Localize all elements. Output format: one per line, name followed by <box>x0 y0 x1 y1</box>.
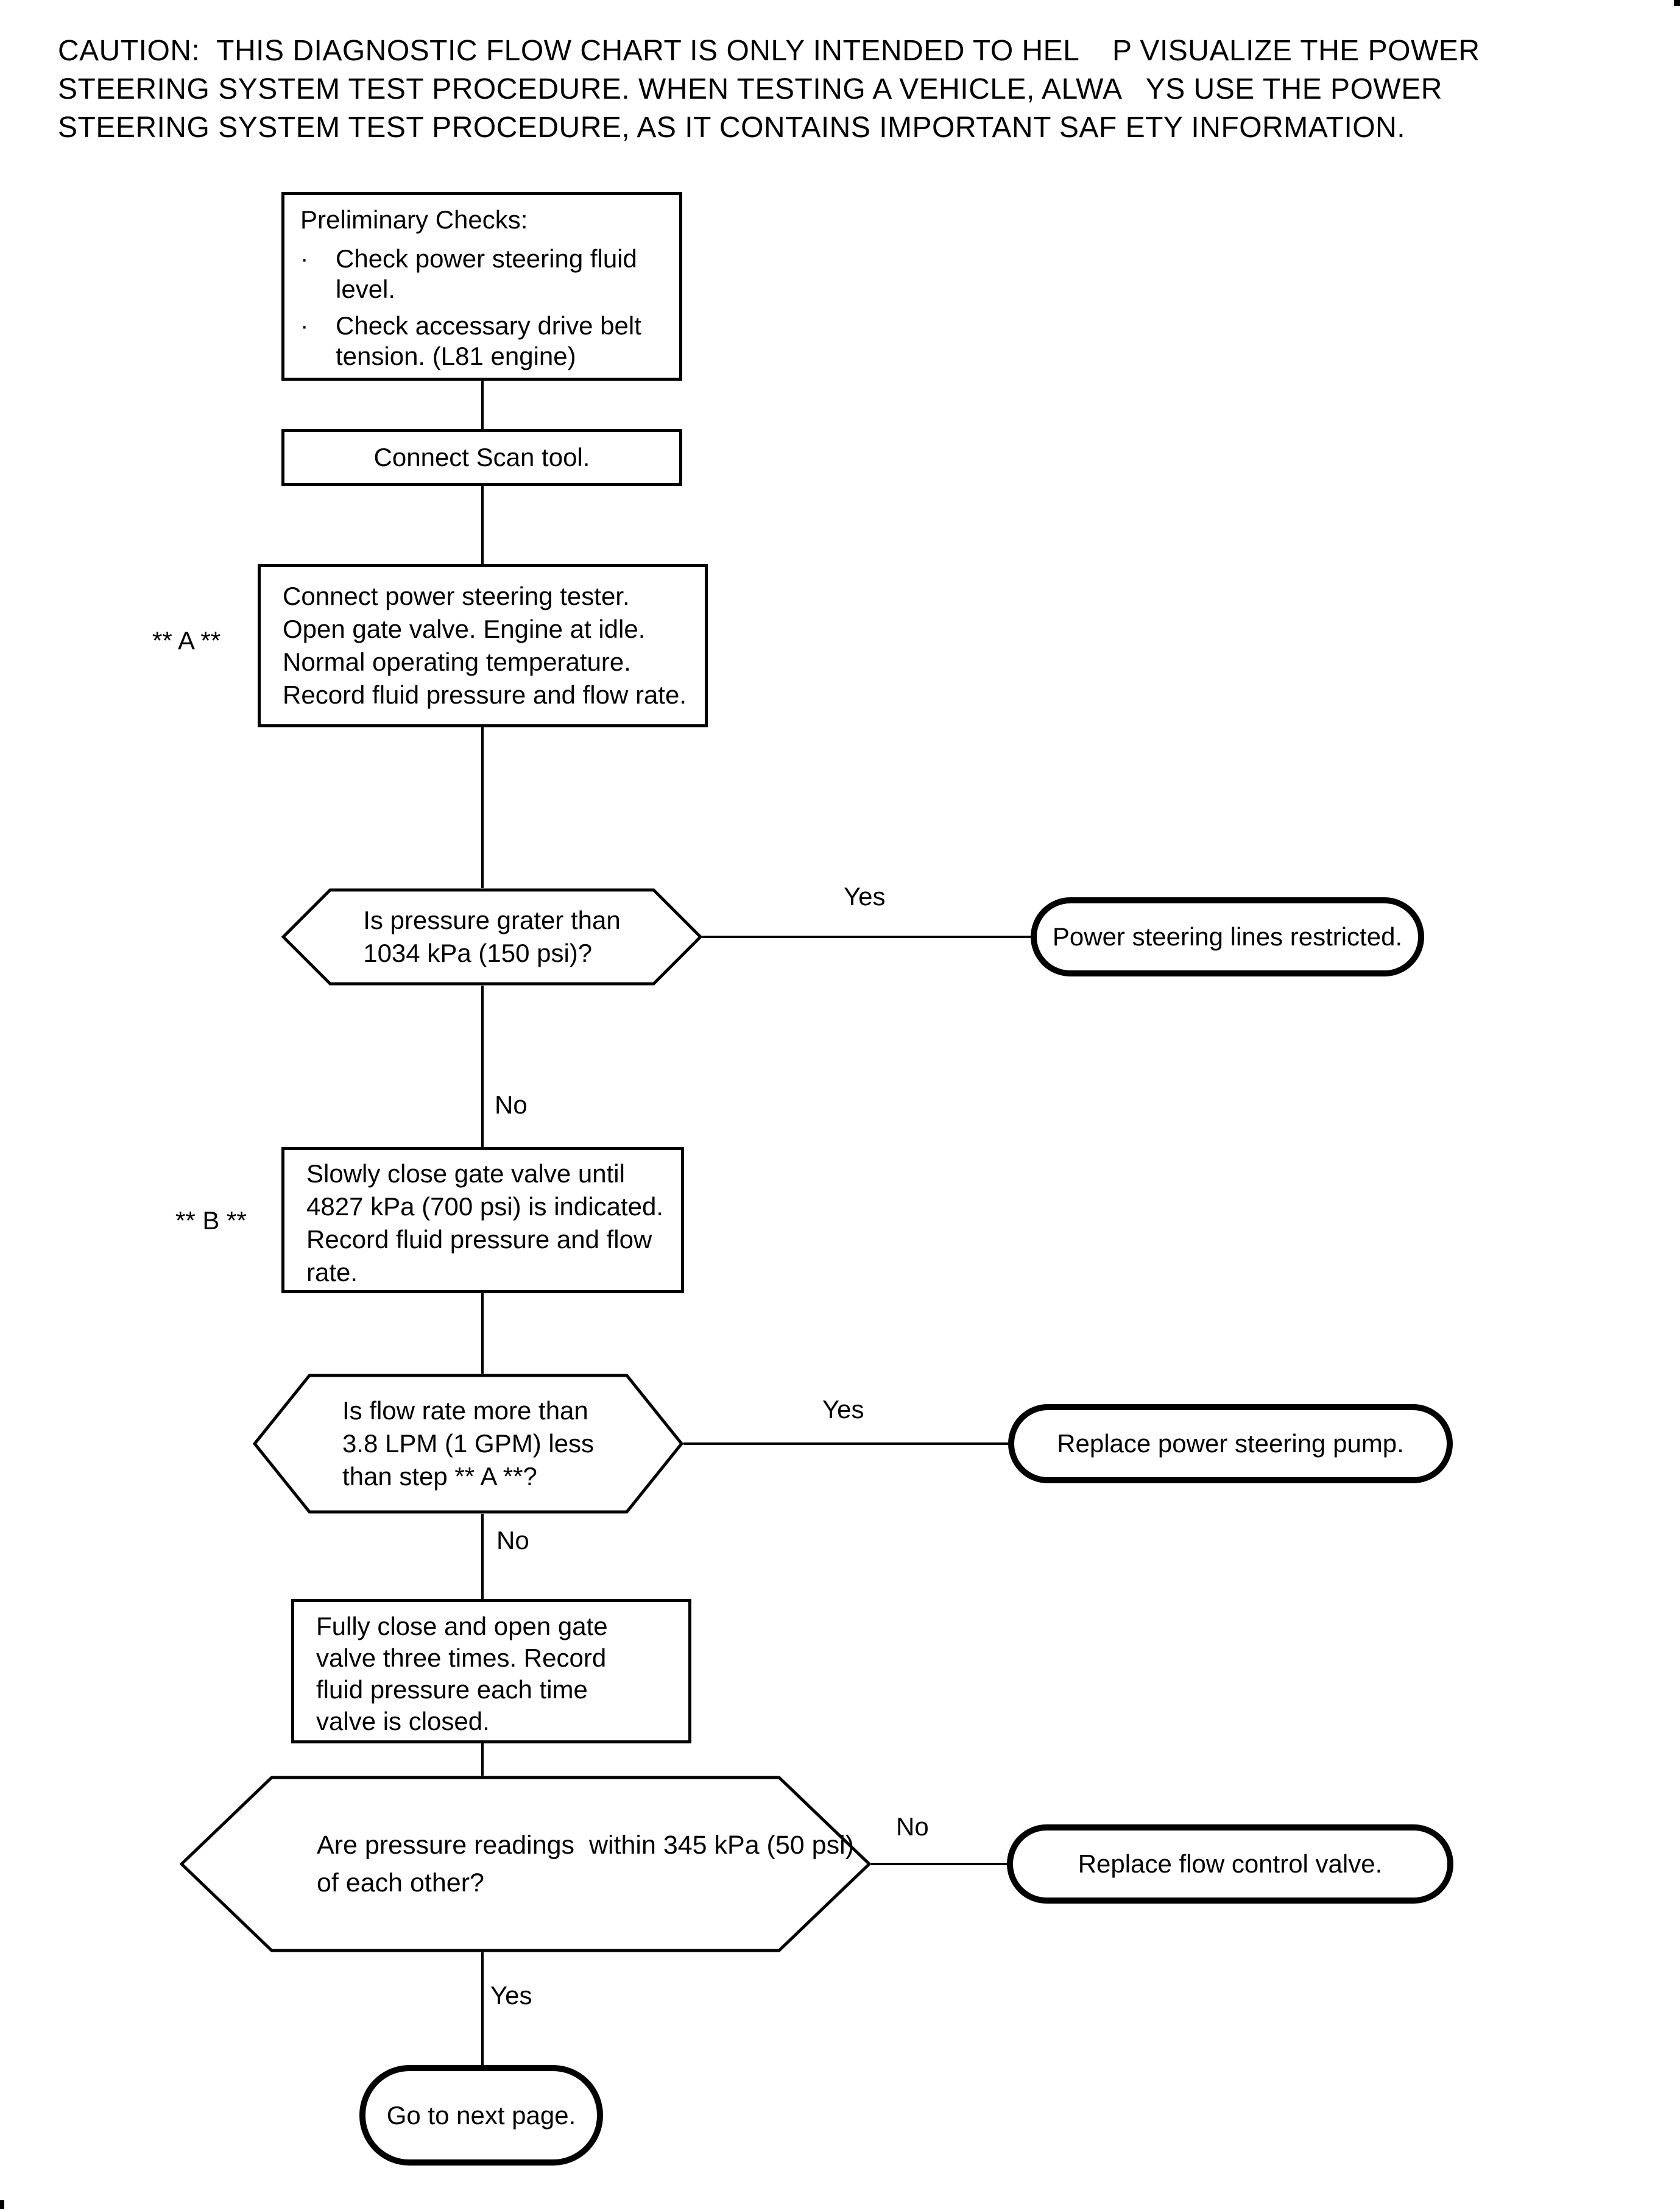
artifact-mark-bottom-left <box>0 2200 4 2209</box>
yes-label-readings: Yes <box>490 1981 532 2010</box>
connector-scan-to-tester <box>481 486 484 564</box>
connector-readings-no <box>871 1863 1007 1865</box>
label-step-b: ** B ** <box>175 1206 247 1235</box>
connector-flow-no <box>481 1514 484 1599</box>
bullet-item-text: Check accessary drive belt tension. (L81… <box>336 311 641 370</box>
label-step-a: ** A ** <box>152 626 221 655</box>
no-label-readings: No <box>896 1812 929 1841</box>
connector-pressure-yes <box>702 936 1031 938</box>
terminal-replace-valve: Replace flow control valve. <box>1007 1824 1453 1904</box>
connector-flow-yes <box>683 1442 1008 1445</box>
step-cycle-valve-box: Fully close and open gate valve three ti… <box>291 1599 691 1743</box>
decision-pressure-hexagon: Is pressure grater than 1034 kPa (150 ps… <box>281 888 702 986</box>
bullet-item: · Check accessary drive belt tension. (L… <box>300 311 665 372</box>
terminal-next-page: Go to next page. <box>359 2065 603 2166</box>
decision-flow-hexagon: Is flow rate more than 3.8 LPM (1 GPM) l… <box>253 1374 683 1514</box>
step-close-valve-box: Slowly close gate valve until 4827 kPa (… <box>281 1147 684 1293</box>
preliminary-title: Preliminary Checks: <box>300 205 528 234</box>
connector-tester-to-pressure-decision <box>481 727 484 888</box>
bullet-item: · Check power steering fluid level. <box>300 244 665 305</box>
no-label-pressure: No <box>495 1090 528 1119</box>
connector-readings-yes <box>481 1952 484 2065</box>
bullet-item-text: Check power steering fluid level. <box>336 244 637 303</box>
yes-label-flow: Yes <box>822 1395 864 1424</box>
terminal-lines-restricted: Power steering lines restricted. <box>1031 897 1424 976</box>
lines-restricted-text: Power steering lines restricted. <box>1052 922 1403 951</box>
artifact-mark-top-right <box>1674 0 1680 6</box>
replace-pump-text: Replace power steering pump. <box>1057 1429 1404 1458</box>
connector-preliminary-to-scan <box>481 381 484 429</box>
decision-readings-hexagon: Are pressure readings within 345 kPa (50… <box>180 1776 871 1952</box>
bullet-dot-icon: · <box>300 245 309 272</box>
connect-scan-text: Connect Scan tool. <box>373 443 590 471</box>
yes-label-pressure: Yes <box>844 882 886 911</box>
connector-valve-to-flow-decision <box>481 1293 484 1374</box>
pressure-decision-text: Is pressure grater than 1034 kPa (150 ps… <box>363 906 621 967</box>
terminal-replace-pump: Replace power steering pump. <box>1008 1404 1453 1483</box>
replace-valve-text: Replace flow control valve. <box>1078 1849 1383 1878</box>
flow-decision-text: Is flow rate more than 3.8 LPM (1 GPM) l… <box>342 1396 595 1491</box>
connector-cycle-to-readings-decision <box>481 1743 484 1776</box>
readings-decision-text: Are pressure readings within 345 kPa (50… <box>317 1830 854 1898</box>
next-page-text: Go to next page. <box>386 2100 576 2130</box>
step-connect-scan-box: Connect Scan tool. <box>281 429 682 486</box>
step-preliminary-box: Preliminary Checks: · Check power steeri… <box>281 192 682 381</box>
connector-pressure-no <box>481 986 484 1147</box>
bullet-dot-icon: · <box>300 312 309 339</box>
step-connect-tester-box: Connect power steering tester. Open gate… <box>258 564 708 727</box>
caution-text: CAUTION: THIS DIAGNOSTIC FLOW CHART IS O… <box>58 35 1480 144</box>
no-label-flow: No <box>496 1526 529 1555</box>
